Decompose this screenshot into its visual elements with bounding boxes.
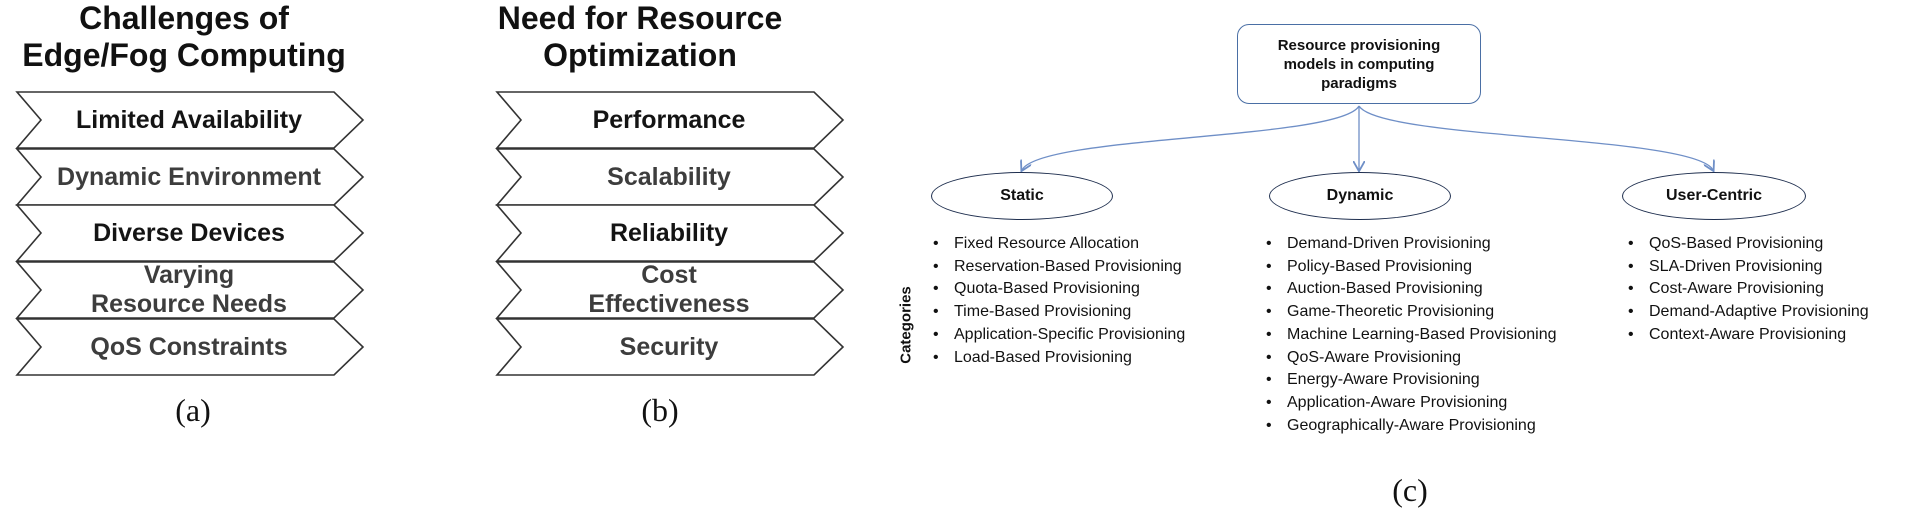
user-centric-provisioning-list: QoS-Based Provisioning SLA-Driven Provis… xyxy=(1628,233,1869,347)
list-item: Application-Aware Provisioning xyxy=(1266,392,1557,415)
chevron-label: Diverse Devices xyxy=(93,218,285,247)
panel-a-item-diverse-devices: Diverse Devices xyxy=(15,204,365,262)
list-item: Load-Based Provisioning xyxy=(933,347,1185,370)
chevron-label: Security xyxy=(619,332,719,361)
chevron-arrow-icon xyxy=(495,261,845,319)
list-item: SLA-Driven Provisioning xyxy=(1628,256,1869,279)
list-item: Auction-Based Provisioning xyxy=(1266,278,1557,301)
panel-c-caption: (c) xyxy=(1392,472,1428,508)
list-item: Fixed Resource Allocation xyxy=(933,233,1185,256)
list-item: Game-Theoretic Provisioning xyxy=(1266,301,1557,324)
chevron-label-line2: Effectiveness xyxy=(588,290,750,318)
list-item: Machine Learning-Based Provisioning xyxy=(1266,324,1557,347)
list-item: Demand-Adaptive Provisioning xyxy=(1628,301,1869,324)
category-node-dynamic: Dynamic xyxy=(1269,172,1451,220)
category-node-user-centric: User-Centric xyxy=(1622,172,1806,220)
list-item: Cost-Aware Provisioning xyxy=(1628,278,1869,301)
list-item: Time-Based Provisioning xyxy=(933,301,1185,324)
category-node-label: Dynamic xyxy=(1326,187,1394,204)
panel-b-title-line1: Need for Resource xyxy=(497,0,783,36)
panel-b-item-reliability: Reliability xyxy=(495,204,845,262)
connector-to-user-centric xyxy=(1358,105,1713,170)
chevron-label: Reliability xyxy=(609,218,729,247)
list-item: Geographically-Aware Provisioning xyxy=(1266,415,1557,438)
panel-b-title-line2: Optimization xyxy=(543,37,737,73)
list-item: Context-Aware Provisioning xyxy=(1628,324,1869,347)
panel-a-item-qos-constraints: QoS Constraints xyxy=(15,318,365,376)
list-item: QoS-Aware Provisioning xyxy=(1266,347,1557,370)
panel-a-caption: (a) xyxy=(175,392,211,428)
list-item: Demand-Driven Provisioning xyxy=(1266,233,1557,256)
panel-b-item-scalability: Scalability xyxy=(495,148,845,206)
category-node-label: User-Centric xyxy=(1665,187,1763,204)
static-provisioning-list: Fixed Resource Allocation Reservation-Ba… xyxy=(933,233,1185,369)
chevron-arrow-icon xyxy=(15,91,365,149)
list-item: Policy-Based Provisioning xyxy=(1266,256,1557,279)
list-item: QoS-Based Provisioning xyxy=(1628,233,1869,256)
root-node-resource-provisioning: Resource provisioning models in computin… xyxy=(1237,24,1481,104)
panel-a-item-limited-availability: Limited Availability xyxy=(15,91,365,149)
panel-b-item-cost-effectiveness: Cost Effectiveness xyxy=(495,261,845,319)
chevron-label-line1: Cost xyxy=(641,261,697,289)
panel-a-item-varying-resource-needs: Varying Resource Needs xyxy=(15,261,365,319)
chevron-label: Performance xyxy=(592,105,746,134)
chevron-label: Limited Availability xyxy=(76,105,302,134)
chevron-arrow-icon xyxy=(15,261,365,319)
root-node-line1: Resource provisioning xyxy=(1277,36,1441,54)
list-item: Reservation-Based Provisioning xyxy=(933,256,1185,279)
category-node-static: Static xyxy=(931,172,1113,220)
list-item: Energy-Aware Provisioning xyxy=(1266,369,1557,392)
chevron-arrow-icon xyxy=(495,318,845,376)
chevron-label-line2: Resource Needs xyxy=(91,290,287,318)
root-node-line2: models in computing xyxy=(1283,55,1435,73)
chevron-arrow-icon xyxy=(495,91,845,149)
chevron-arrow-icon xyxy=(495,204,845,262)
list-item: Quota-Based Provisioning xyxy=(933,278,1185,301)
chevron-label: Scalability xyxy=(607,162,731,191)
panel-b-item-security: Security xyxy=(495,318,845,376)
panel-b-caption: (b) xyxy=(641,392,679,428)
chevron-label: QoS Constraints xyxy=(90,332,288,361)
panel-a-title-line2: Edge/Fog Computing xyxy=(22,37,346,73)
dynamic-provisioning-list: Demand-Driven Provisioning Policy-Based … xyxy=(1266,233,1557,437)
panel-b-title: Need for Resource Optimization xyxy=(470,0,810,74)
panel-a-title: Challenges of Edge/Fog Computing xyxy=(0,0,368,74)
chevron-label: Dynamic Environment xyxy=(57,162,321,191)
category-node-label: Static xyxy=(1000,187,1044,204)
panel-b-item-performance: Performance xyxy=(495,91,845,149)
panel-a-item-dynamic-environment: Dynamic Environment xyxy=(15,148,365,206)
list-item: Application-Specific Provisioning xyxy=(933,324,1185,347)
chevron-arrow-icon xyxy=(15,318,365,376)
chevron-arrow-icon xyxy=(15,204,365,262)
root-node-line3: paradigms xyxy=(1321,74,1397,92)
chevron-label-line1: Varying xyxy=(143,261,235,289)
categories-side-label-text: Categories xyxy=(897,286,915,364)
connector-to-static xyxy=(1022,105,1360,170)
panel-a-title-line1: Challenges of xyxy=(79,0,289,36)
